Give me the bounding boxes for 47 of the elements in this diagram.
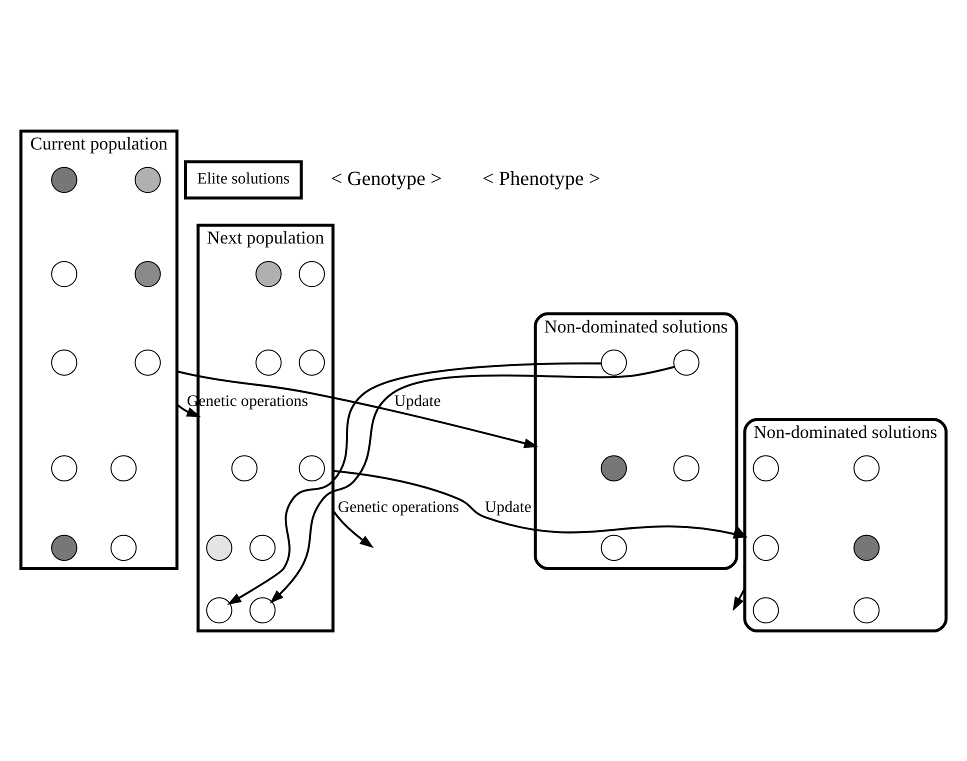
arrow [227, 362, 602, 604]
node-circle [673, 349, 700, 376]
node-circle [600, 534, 627, 560]
node-circle [134, 260, 161, 287]
node-circle [249, 596, 276, 623]
node-box: Elite solutions [184, 160, 303, 200]
label: < Phenotype > [482, 167, 600, 190]
node-circle [134, 349, 161, 376]
arrow [176, 370, 538, 448]
edge-label: Genetic operations [338, 498, 459, 516]
node-circle [298, 260, 325, 287]
node-circle [206, 534, 232, 560]
node-circle [231, 454, 258, 481]
node-circle [255, 260, 282, 287]
arrow [732, 588, 746, 611]
node-circle [51, 260, 78, 287]
node-circle [255, 349, 282, 376]
node-circle [110, 454, 137, 481]
node-circle [51, 454, 78, 481]
node-circle [249, 534, 276, 560]
node-circle [600, 454, 627, 481]
node-circle [673, 454, 700, 481]
label: < Genotype > [330, 167, 442, 190]
arrow [332, 509, 374, 548]
arrow [270, 365, 675, 604]
cluster: Non-dominated solutions [534, 312, 738, 570]
arrow [176, 403, 201, 417]
node-circle [752, 534, 779, 560]
cluster: Non-dominated solutions [743, 418, 948, 632]
node-circle [110, 534, 137, 560]
arrow [332, 469, 748, 538]
node-circle [51, 349, 78, 376]
node-circle [752, 596, 779, 623]
edge-label: Update [394, 392, 441, 410]
node-circle [298, 349, 325, 376]
node-circle [752, 454, 779, 481]
node-circle [600, 349, 627, 376]
node-circle [51, 534, 78, 560]
node-circle [853, 534, 880, 560]
node-circle [853, 596, 880, 623]
cluster: Current population [19, 129, 178, 570]
node-circle [298, 454, 325, 481]
node-circle [134, 166, 161, 192]
node-circle [206, 596, 232, 623]
node-circle [853, 454, 880, 481]
node-circle [51, 166, 78, 192]
edge-label: Update [484, 498, 532, 516]
